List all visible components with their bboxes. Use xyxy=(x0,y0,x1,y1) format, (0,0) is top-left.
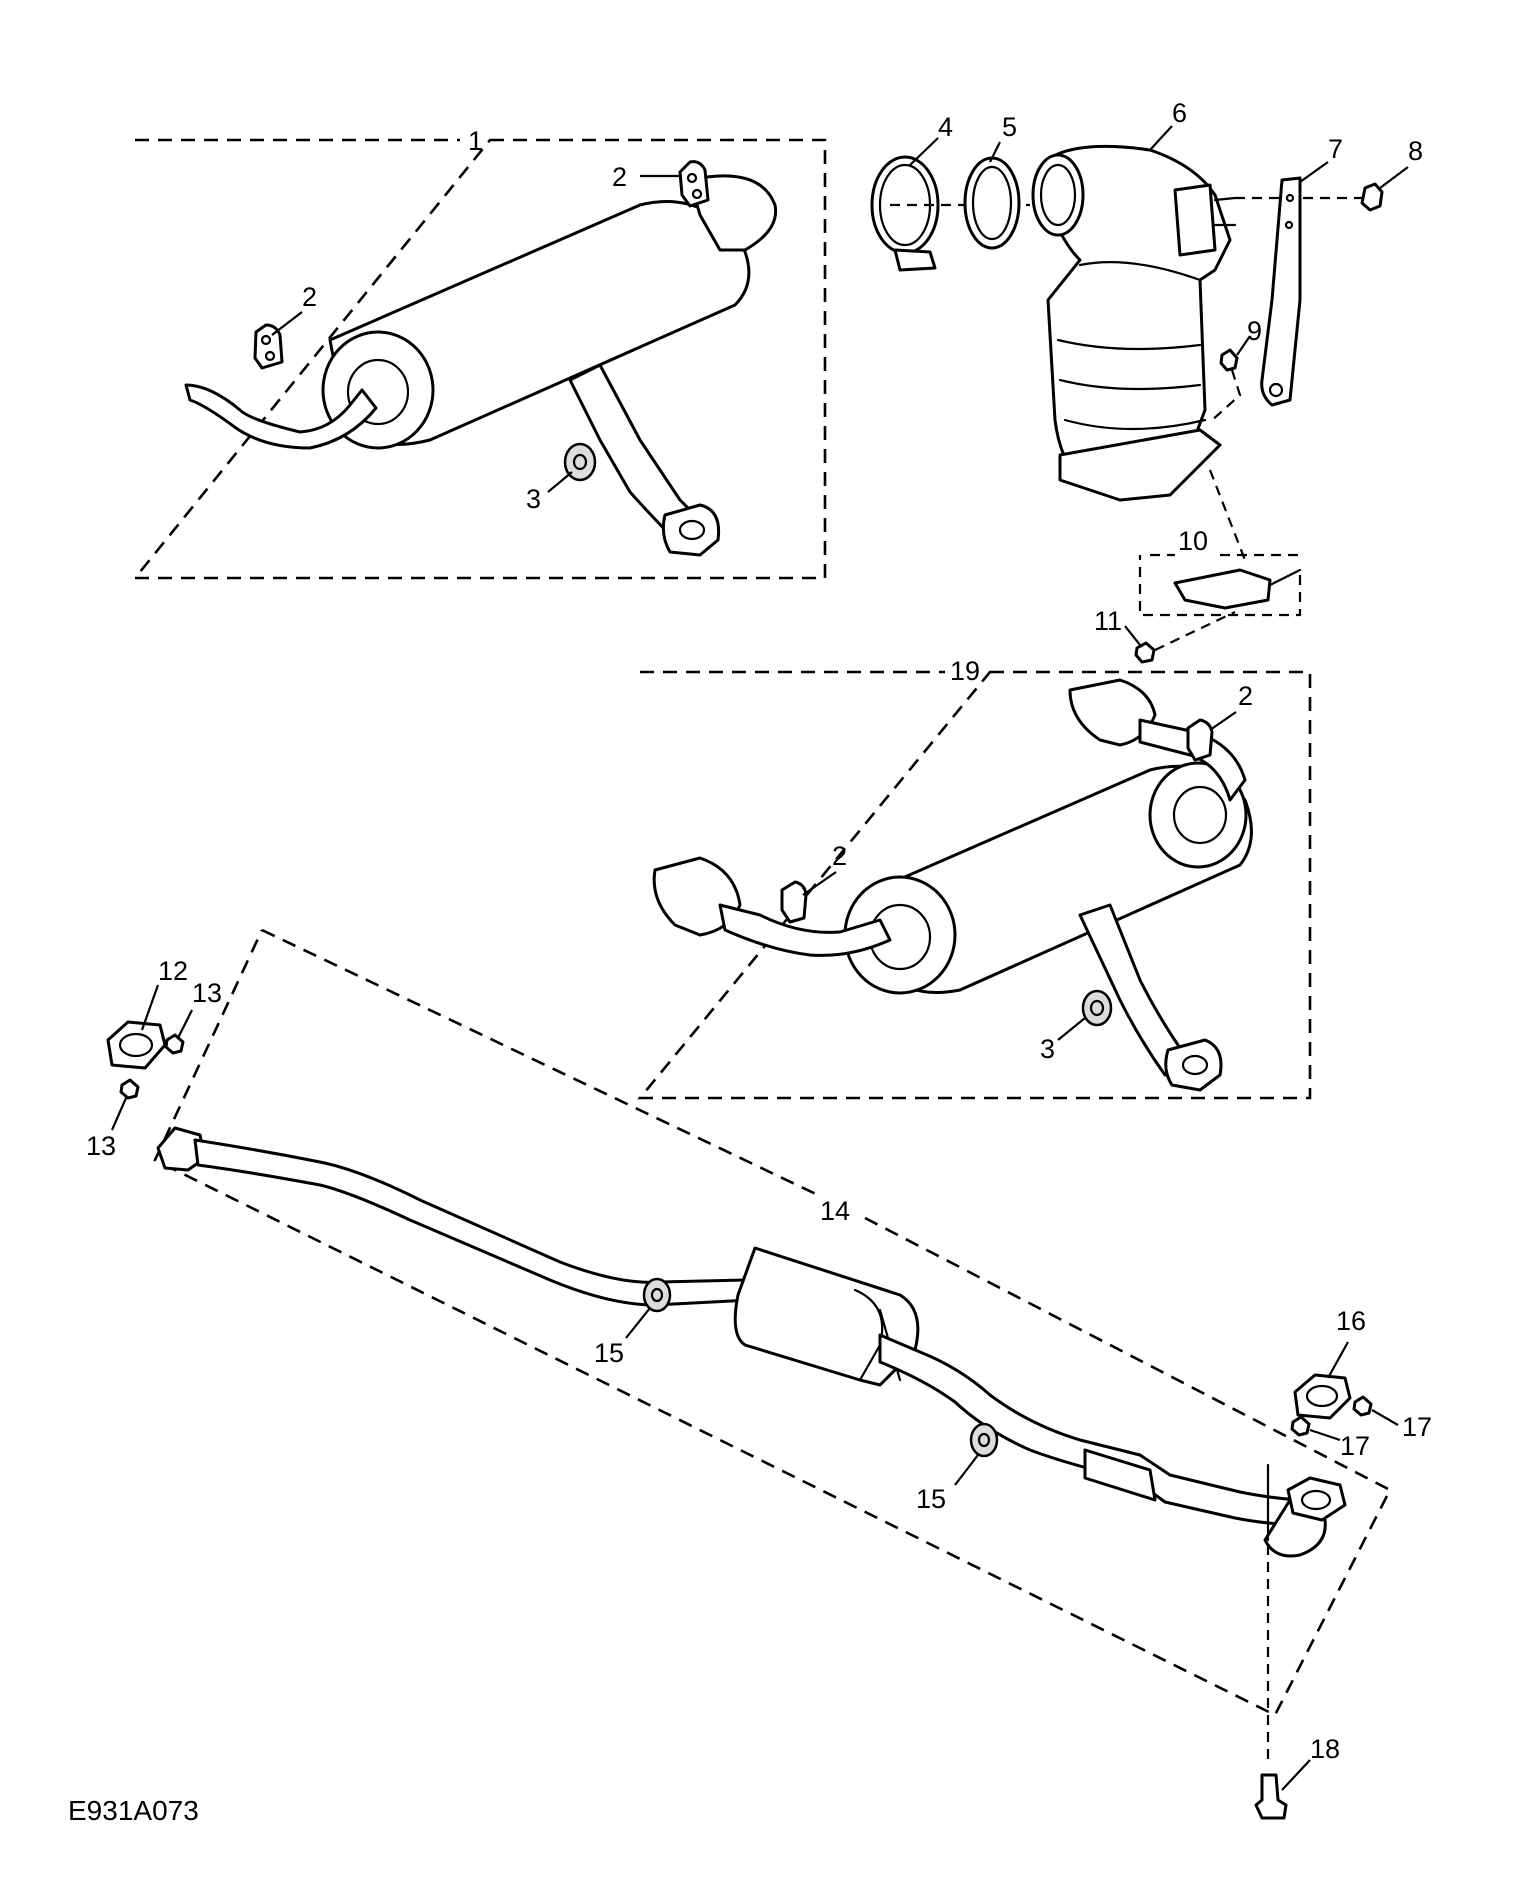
callout-19: 19 xyxy=(950,656,980,686)
nut-17-left xyxy=(1290,1415,1311,1437)
callout-6: 6 xyxy=(1172,98,1187,128)
nut-8 xyxy=(1360,182,1384,212)
gasket-16 xyxy=(1293,1373,1352,1420)
figure-reference-code: E931A073 xyxy=(68,1795,199,1826)
rear-muffler-inlet-flange xyxy=(661,503,721,557)
group-14-dashed-frame xyxy=(153,928,1392,1717)
catalytic-converter-mount-flange xyxy=(1173,183,1217,257)
rear-muffler-assembly-19 xyxy=(637,670,1312,1100)
rear-muffler-tailpipe-left xyxy=(184,383,378,450)
bracket-10-group xyxy=(1134,553,1302,664)
callout-15-front: 15 xyxy=(594,1338,624,1368)
group-1-dashed-frame xyxy=(132,138,827,580)
callout-3-top: 3 xyxy=(526,484,541,514)
bolt-11 xyxy=(1134,641,1156,664)
callout-labels: 1 2 2 3 4 5 6 7 8 9 10 11 19 2 2 3 12 13… xyxy=(86,98,1432,1764)
rear-pipe-flange xyxy=(1286,1476,1347,1522)
callout-4: 4 xyxy=(938,112,953,142)
callout-13-lower: 13 xyxy=(86,1131,116,1161)
hanger-insulator-2-mid-left xyxy=(780,880,808,924)
rubber-hanger-3-upper xyxy=(563,442,597,482)
nut-13-lower xyxy=(119,1078,140,1100)
rubber-hanger-3-mid xyxy=(1081,989,1113,1027)
callout-15-rear: 15 xyxy=(916,1484,946,1514)
hanger-insulator-2-top xyxy=(678,160,710,208)
rubber-hanger-15-rear xyxy=(969,1422,999,1458)
callout-2-top: 2 xyxy=(612,162,627,192)
callout-17-left: 17 xyxy=(1340,1431,1370,1461)
callout-2-left: 2 xyxy=(302,282,317,312)
callout-10: 10 xyxy=(1178,526,1208,556)
callout-13-upper: 13 xyxy=(192,978,222,1008)
hanger-insulator-2-mid-right xyxy=(1186,718,1214,762)
rear-muffler-tip-right xyxy=(688,174,778,252)
callout-3-mid: 3 xyxy=(1040,1034,1055,1064)
bracket-7 xyxy=(1260,176,1302,407)
hanger-insulator-2-left xyxy=(253,323,284,370)
callout-5: 5 xyxy=(1002,112,1017,142)
muffler-19-end-cap-right xyxy=(1148,761,1248,869)
callout-2-mid-left: 2 xyxy=(832,841,847,871)
callout-9: 9 xyxy=(1247,316,1262,346)
callout-8: 8 xyxy=(1408,136,1423,166)
callout-17-right: 17 xyxy=(1402,1412,1432,1442)
rubber-hanger-15-front xyxy=(642,1277,672,1313)
leader-lines xyxy=(110,125,1409,1791)
nut-17-right xyxy=(1352,1395,1373,1417)
muffler-19-tailpipe-left xyxy=(718,903,892,957)
callout-14: 14 xyxy=(820,1196,850,1226)
nut-9 xyxy=(1219,348,1239,372)
flexible-section xyxy=(1083,1448,1157,1502)
mount-bracket-10 xyxy=(1173,568,1272,610)
group-19-dashed-frame xyxy=(637,670,1312,1100)
intermediate-pipe-assembly-14 xyxy=(106,928,1392,1820)
group-10-dashed-frame xyxy=(1138,553,1302,617)
callout-12: 12 xyxy=(158,956,188,986)
gasket-12 xyxy=(106,1020,167,1070)
rear-muffler-assembly-1 xyxy=(132,138,827,580)
muffler-19-inlet-flange xyxy=(1164,1038,1223,1092)
callout-7: 7 xyxy=(1328,134,1343,164)
resonator-body xyxy=(733,1246,920,1387)
catalyst-assembly xyxy=(870,144,1384,561)
callout-2-mid-right: 2 xyxy=(1238,681,1253,711)
callout-1: 1 xyxy=(468,126,483,156)
catalytic-converter-outlet-flange xyxy=(1058,428,1222,502)
nut-13-upper xyxy=(164,1033,185,1055)
bolt-18 xyxy=(1254,1773,1288,1820)
callout-16: 16 xyxy=(1336,1306,1366,1336)
callout-11: 11 xyxy=(1094,606,1122,636)
callout-18: 18 xyxy=(1310,1734,1340,1764)
